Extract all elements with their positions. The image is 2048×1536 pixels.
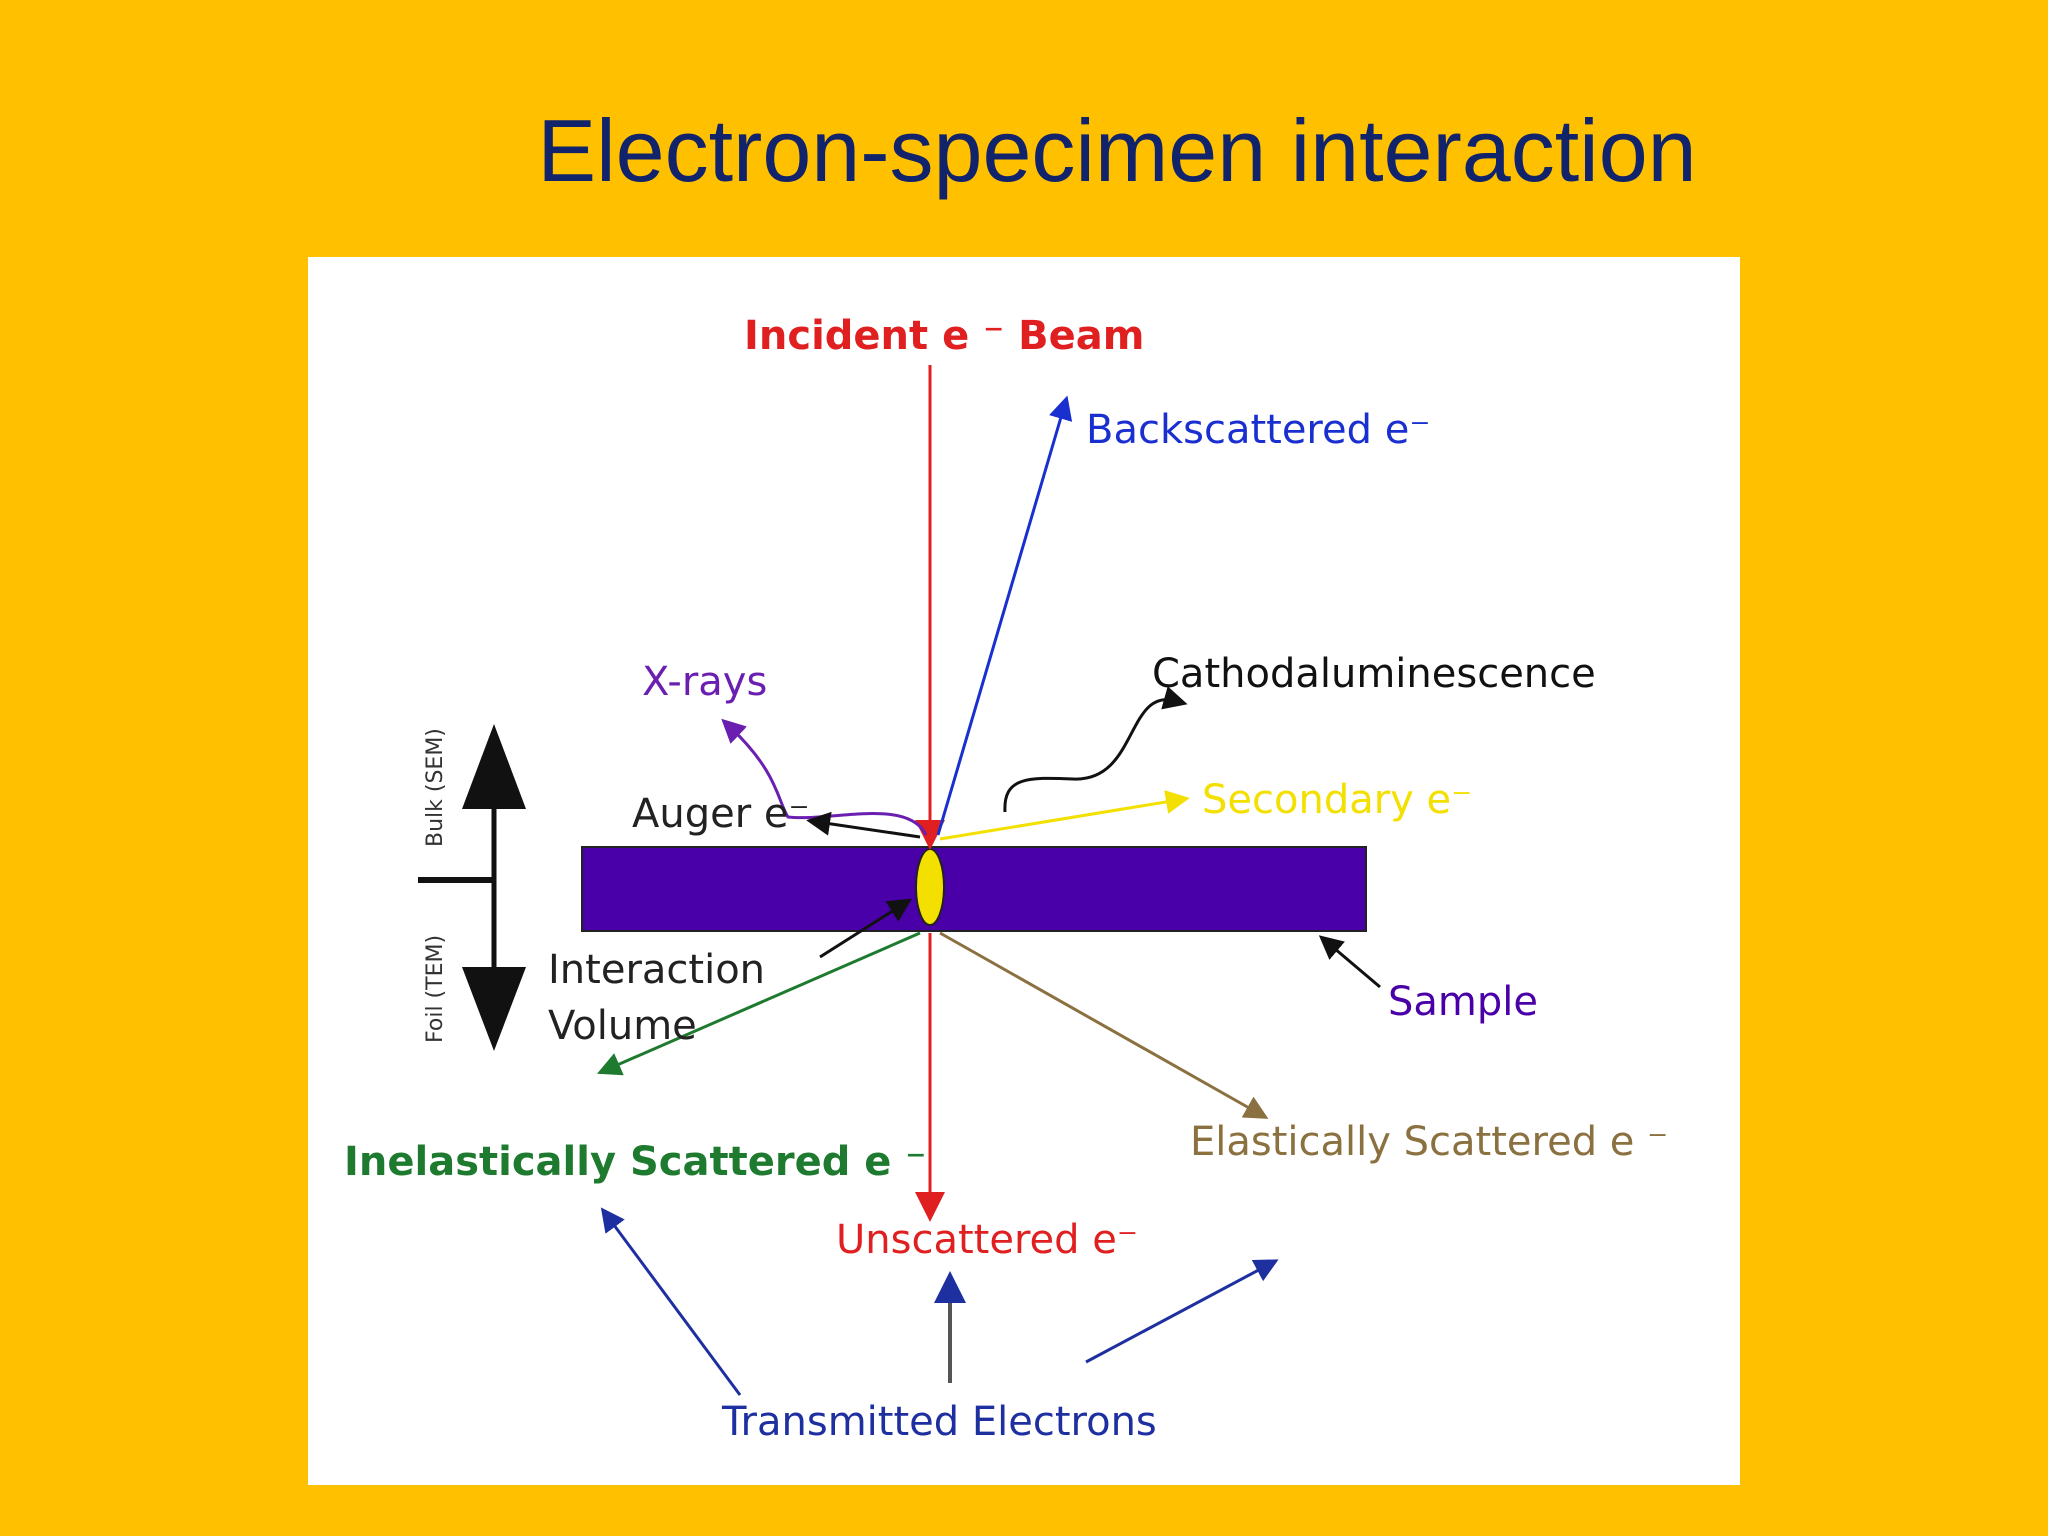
foil-arrowhead-down	[462, 967, 526, 1051]
backscattered-label: Backscattered e⁻	[1086, 407, 1430, 453]
inelastic-arrow	[596, 931, 921, 1076]
sample-pointer	[1318, 935, 1381, 989]
elastic-label: Elastically Scattered e ⁻	[1190, 1119, 1668, 1165]
cathodo-arrow	[1003, 686, 1188, 813]
sample-label: Sample	[1388, 979, 1538, 1025]
auger-label: Auger e⁻	[632, 791, 810, 837]
secondary-arrow	[939, 790, 1190, 841]
diagram-panel: Incident e ⁻ Beam Backscattered e⁻ X-ray…	[308, 257, 1740, 1485]
transmitted-to-inelastic-arrow	[600, 1207, 742, 1396]
interaction-volume-label-line1: Interaction	[548, 947, 765, 993]
slide-title: Electron-specimen interaction	[537, 101, 1697, 200]
auger-arrow	[806, 811, 921, 839]
secondary-label: Secondary e⁻	[1202, 777, 1472, 823]
inelastic-label: Inelastically Scattered e ⁻	[344, 1139, 926, 1185]
sample-slab	[581, 846, 1367, 932]
incident-beam-label: Incident e ⁻ Beam	[744, 313, 1144, 359]
interaction-volume-pointer	[819, 898, 913, 959]
transmitted-label: Transmitted Electrons	[721, 1399, 1157, 1445]
cathodo-label: Cathodaluminescence	[1152, 651, 1596, 697]
bulk-arrowhead-up	[462, 724, 526, 809]
backscattered-arrow	[936, 395, 1073, 836]
unscattered-label: Unscattered e⁻	[836, 1217, 1138, 1263]
elastic-arrow	[939, 931, 1269, 1119]
transmitted-to-elastic-arrow	[1085, 1259, 1279, 1364]
xray-arrow	[721, 718, 928, 836]
foil-label: Foil (TEM)	[423, 935, 448, 1043]
bulk-label: Bulk (SEM)	[423, 728, 448, 847]
xrays-label: X-rays	[642, 659, 767, 705]
electron-interaction-diagram: Incident e ⁻ Beam Backscattered e⁻ X-ray…	[344, 313, 1668, 1445]
interaction-volume-label-line2: Volume	[548, 1003, 697, 1049]
interaction-volume-ellipse	[915, 848, 945, 926]
